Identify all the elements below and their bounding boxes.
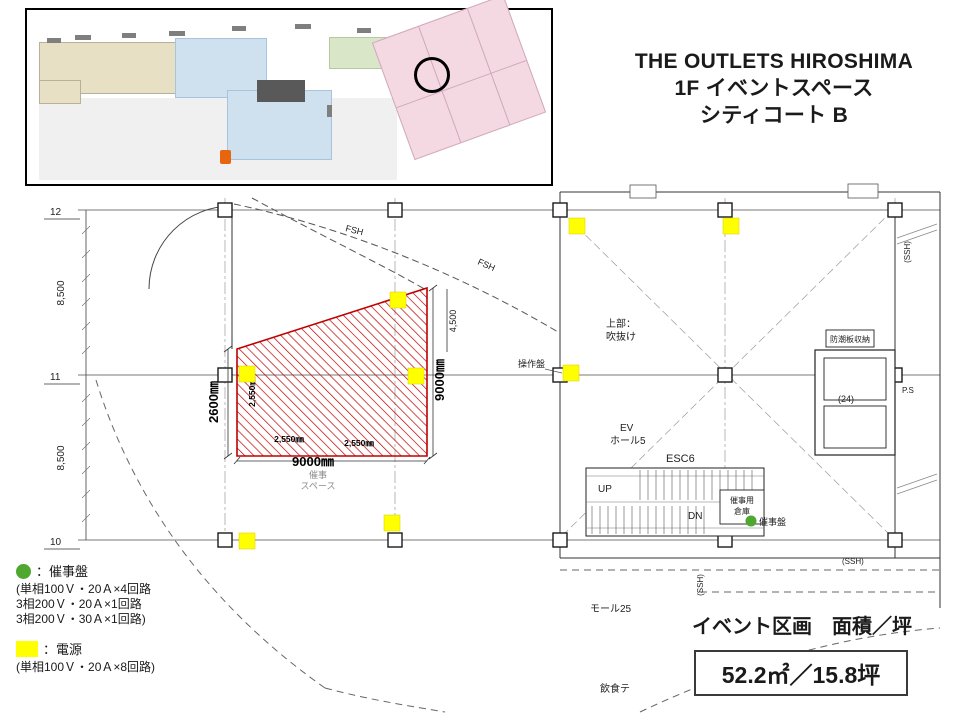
escalator-label: ESC6: [666, 453, 695, 465]
elevator-shaft: [823, 357, 887, 401]
mall-overview-map: [25, 0, 553, 186]
dim-label-sub-left: 2,550㎜: [247, 377, 257, 407]
escalator-steps-up: [639, 470, 753, 500]
power-legend-icon: [16, 641, 38, 657]
escalator-up-label: UP: [598, 484, 612, 495]
legend-event-panel-label: ：催事盤: [36, 564, 89, 579]
area-value: 52.2㎡／15.8坪: [721, 662, 881, 688]
map-zone-west: [39, 80, 81, 104]
power-outlet-icon: [238, 532, 256, 550]
title-line-3: シティコート B: [699, 104, 849, 127]
dim-label-left: 2600㎜: [206, 381, 221, 423]
wall-box: [847, 183, 879, 199]
legend-power-label: ：電源: [43, 641, 83, 657]
fsh-label: FSH: [345, 223, 365, 237]
grid-row-label: 12: [50, 207, 62, 218]
operation-panel-label: 操作盤: [518, 358, 545, 369]
event-panel-label: 催事盤: [759, 516, 786, 527]
right-wall-hatch: [896, 223, 938, 495]
event-storage-label: 催事用: [730, 495, 754, 505]
map-zone-annex: [371, 0, 547, 161]
flood-board-box: [825, 329, 875, 348]
event-storage-label: 倉庫: [734, 506, 750, 516]
grid-label-ticks: [44, 218, 80, 550]
ev-hall-label: EV: [620, 423, 634, 434]
atrium-label: 上部：: [606, 317, 636, 330]
dim-label-offset: 4,500: [448, 310, 458, 333]
elevator-number: (24): [838, 394, 854, 404]
legend-event-panel-detail: 3相200Ｖ・30Ａ×1回路): [16, 612, 146, 626]
legend: ：催事盤 (単相100Ｖ・20Ａ×4回路 3相200Ｖ・20Ａ×1回路 3相20…: [16, 564, 155, 675]
atrium-label: 吹抜け: [606, 330, 636, 343]
location-circle-marker: [414, 57, 450, 93]
legend-event-panel-row: ：催事盤: [16, 564, 155, 579]
ssh-label: (SSH): [842, 557, 864, 566]
power-outlet-icon: [383, 514, 401, 532]
grid-span-label: 8,500: [56, 280, 67, 305]
ps-label: P.S: [902, 386, 914, 395]
fire-shutter-line: [251, 197, 429, 292]
elevator-shaft: [823, 405, 887, 449]
event-space-caption: 催事: [309, 469, 327, 480]
power-outlets: [238, 217, 740, 550]
map-zone-center: [175, 38, 267, 98]
map-label-box: [47, 38, 61, 43]
escalator-steps-down: [591, 506, 705, 534]
grid-row-label: 11: [50, 372, 61, 383]
mall-label: モール25: [590, 604, 632, 615]
power-outlet-icon: [568, 217, 586, 235]
map-label-box: [122, 33, 136, 38]
event-area-hatched: [236, 286, 428, 457]
fire-shutter-line: [233, 203, 559, 333]
event-space-caption: スペース: [301, 481, 336, 491]
map-label-box: [169, 31, 185, 36]
operation-panel-leader: [544, 368, 563, 374]
area-heading: イベント区画 面積／坪: [692, 616, 912, 638]
power-outlet-icon: [722, 217, 740, 235]
current-location-icon: [220, 150, 231, 164]
power-outlet-icon: [238, 365, 256, 383]
title-line-1: THE OUTLETS HIROSHIMA: [634, 50, 914, 73]
escalator-dn-label: DN: [688, 511, 702, 522]
dimension-lines: [223, 284, 448, 465]
ev-hall-label: ホール5: [610, 435, 646, 447]
legend-event-panel-detail: 3相200Ｖ・20Ａ×1回路: [16, 597, 142, 611]
dim-label-right: 9000㎜: [432, 359, 447, 401]
event-panel-icon: [745, 515, 757, 527]
door-swing-arc: [148, 205, 233, 290]
map-label-box: [357, 28, 371, 33]
flood-board-label: 防潮板収納: [830, 334, 870, 344]
elevator-block: [814, 349, 896, 456]
event-storage-box: [719, 489, 765, 525]
left-wall-hatch: [81, 225, 91, 523]
dim-label-bottom: 9000㎜: [292, 454, 334, 469]
event-panel-legend-icon: [16, 564, 31, 579]
map-label-box: [75, 35, 91, 40]
dim-label-sub1: 2,550㎜: [274, 434, 304, 444]
title-line-2: 1F イベントスペース: [674, 77, 874, 100]
legend-power-detail: (単相100Ｖ・20Ａ×8回路): [16, 660, 156, 674]
grid-row-lines: [78, 209, 940, 541]
map-zone-core: [257, 80, 305, 102]
wall-box: [629, 184, 657, 199]
legend-power-row: ：電源: [16, 641, 155, 657]
power-outlet-icon: [407, 367, 425, 385]
fsh-label: FSH: [476, 257, 497, 273]
dim-label-sub2: 2,550㎜: [344, 438, 374, 448]
map-label-box: [295, 24, 311, 29]
grid-row-label: 10: [50, 537, 62, 548]
area-value-box: 52.2㎡／15.8坪: [694, 650, 908, 696]
dining-label: 飲食テ: [600, 682, 630, 695]
map-label-box: [232, 26, 246, 31]
legend-event-panel-detail: (単相100Ｖ・20Ａ×4回路: [16, 582, 152, 596]
grid-span-label: 8,500: [56, 445, 67, 470]
map-floor-area: [39, 98, 397, 180]
ssh-label: (SSH): [696, 574, 705, 596]
page-title: THE OUTLETS HIROSHIMA 1F イベントスペース シティコート…: [588, 48, 960, 129]
power-outlet-icon: [562, 364, 580, 382]
ssh-label: (SSH): [903, 241, 912, 263]
map-label-box: [327, 105, 332, 117]
power-outlet-icon: [389, 291, 407, 309]
